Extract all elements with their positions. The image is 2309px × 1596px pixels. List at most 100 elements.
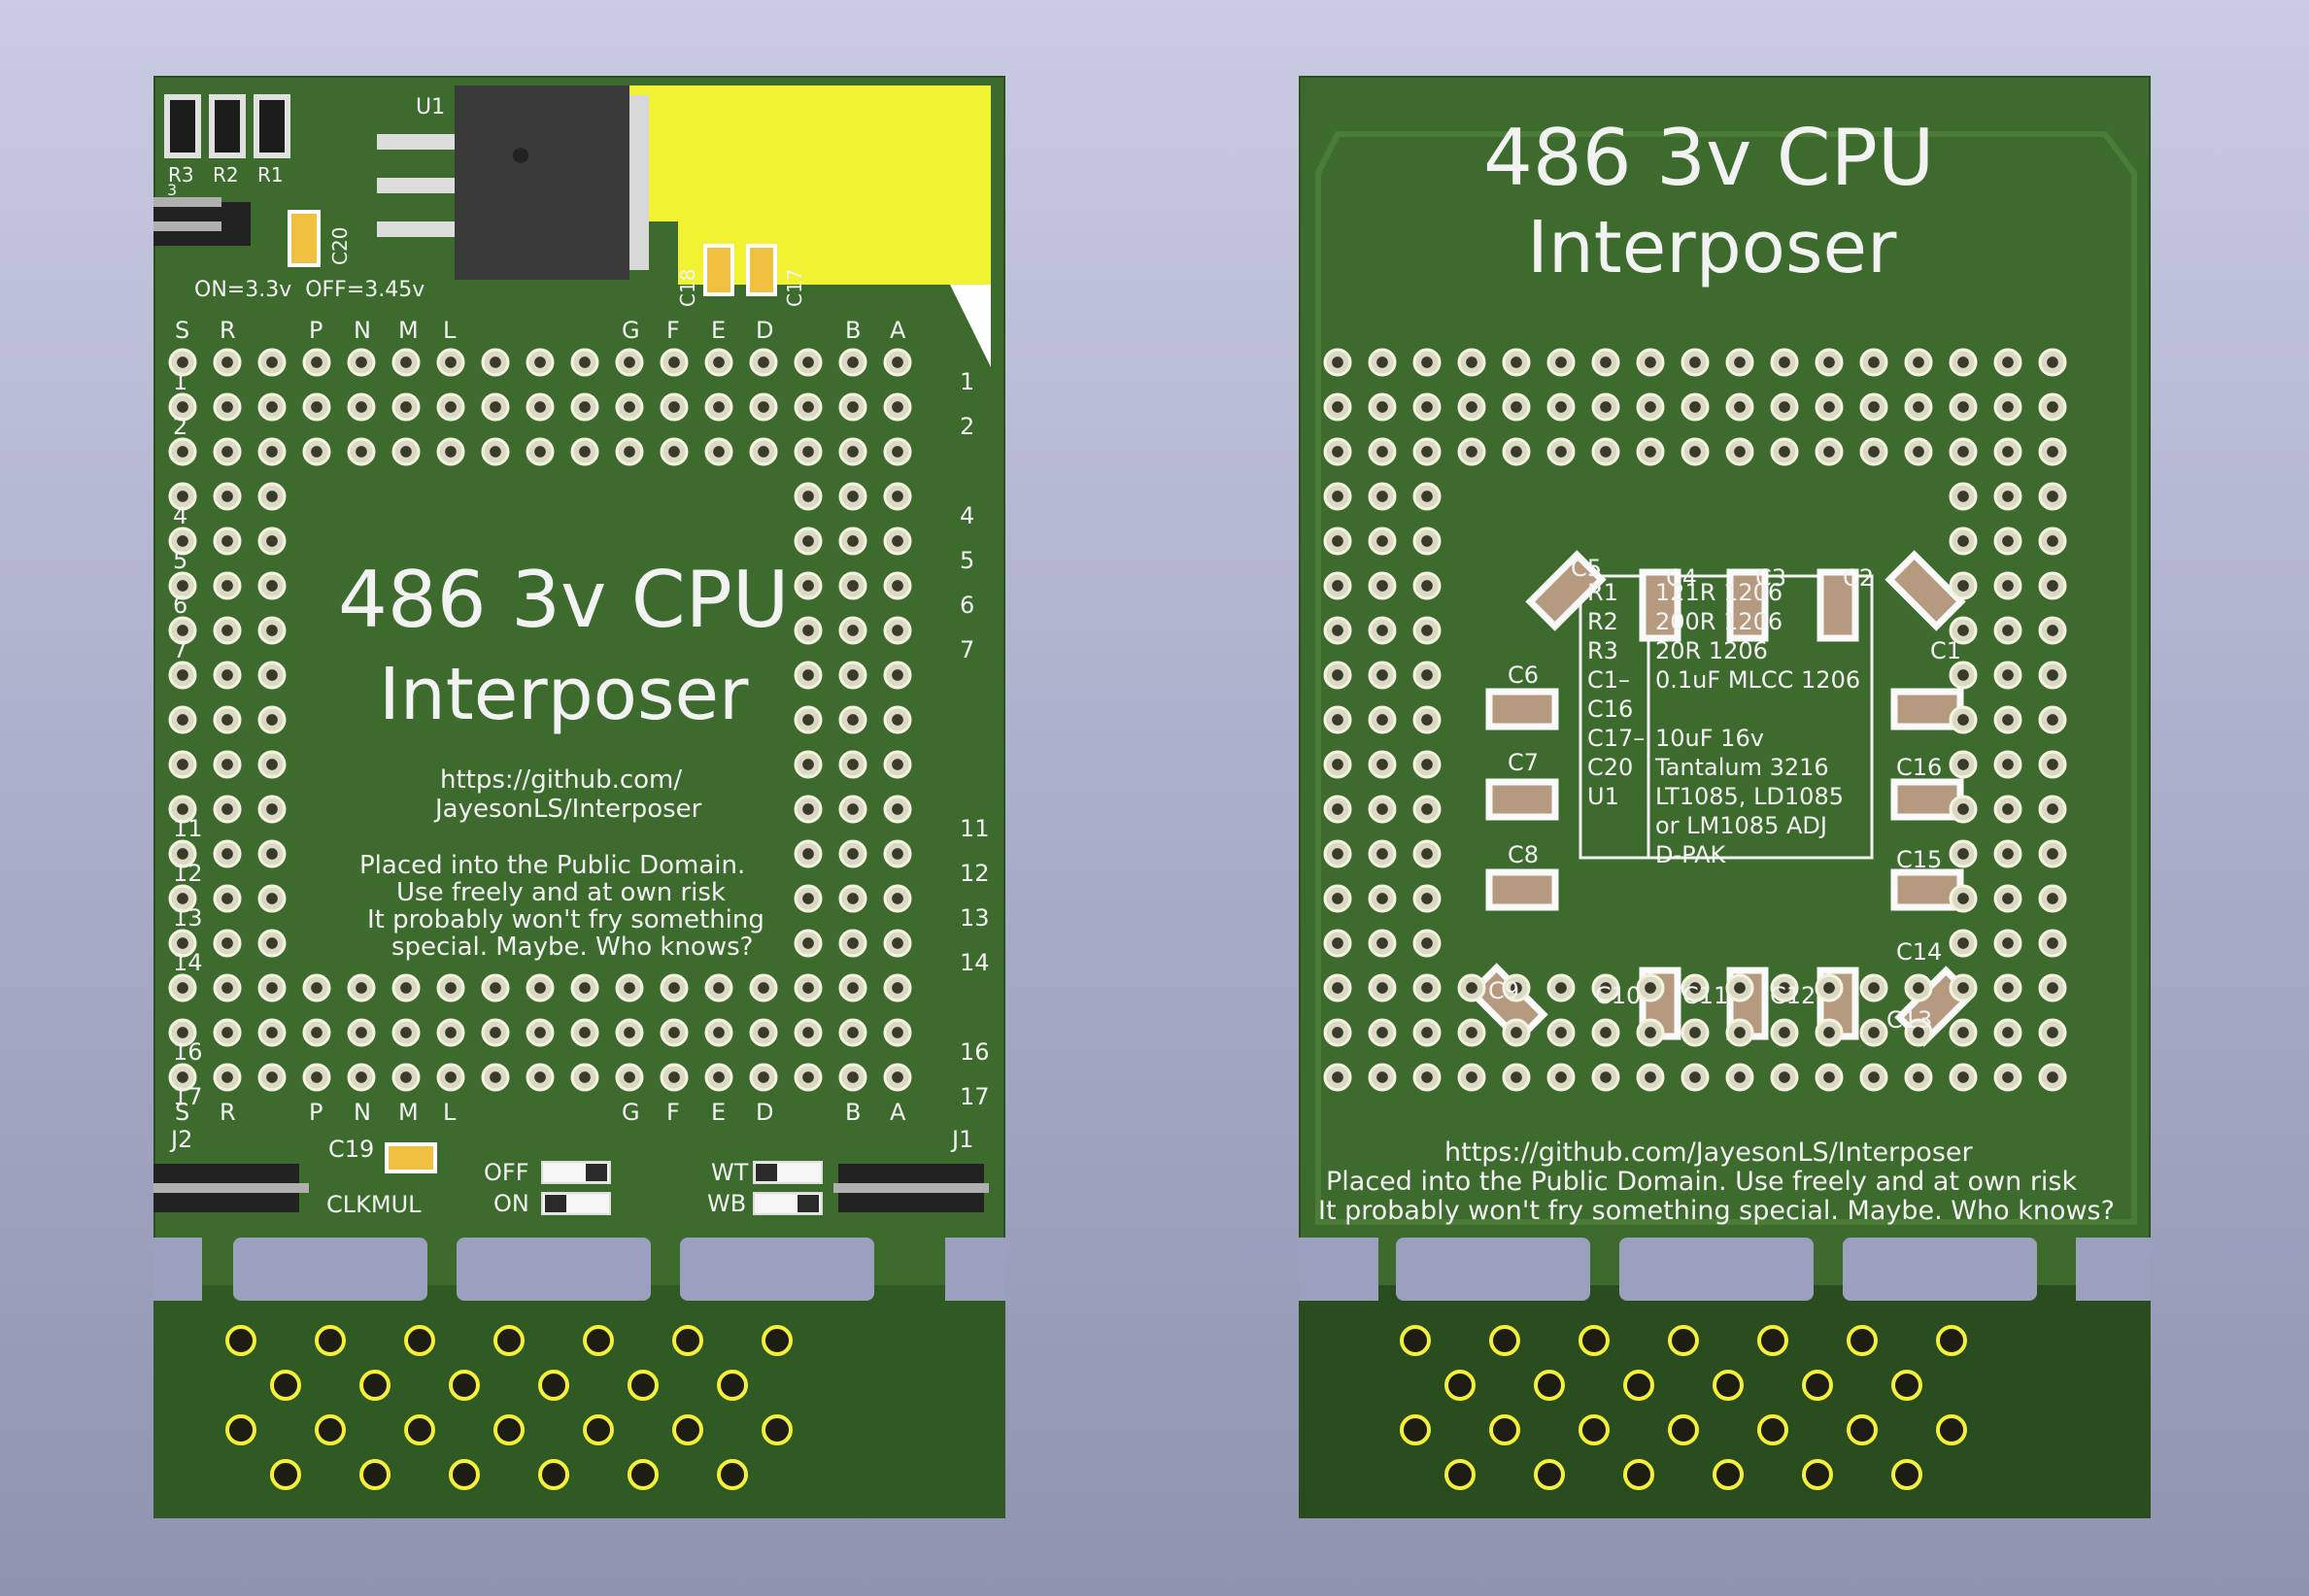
- pga-pad-hole: [400, 401, 412, 413]
- pga-pad-hole: [1957, 803, 1969, 815]
- pga-pad-hole: [221, 714, 233, 726]
- front-col-letter-top: S: [175, 317, 190, 344]
- pga-pad-hole: [1957, 982, 1969, 994]
- pga-pad-hole: [221, 1027, 233, 1038]
- pga-pad-hole: [2002, 625, 2014, 636]
- pga-pad-hole: [713, 1071, 725, 1083]
- pga-pad-hole: [668, 446, 680, 458]
- pga-pad-hole: [2047, 625, 2058, 636]
- pga-pad-hole: [1376, 848, 1388, 860]
- pga-pad-hole: [802, 625, 814, 636]
- pga-pad-hole: [221, 803, 233, 815]
- pga-pad-hole: [2047, 714, 2058, 726]
- pga-pad-hole: [266, 535, 278, 547]
- pga-pad-hole: [1823, 357, 1835, 368]
- front-col-letter-bottom: F: [666, 1099, 680, 1126]
- front-col-letter-bottom: D: [756, 1099, 774, 1126]
- bom-value: Tantalum 3216: [1655, 754, 1829, 781]
- resistors-r1-r3: [164, 94, 290, 158]
- front-col-letter-top: G: [622, 317, 640, 344]
- pga-pad-hole: [221, 401, 233, 413]
- smd-capacitor: [1525, 550, 1607, 631]
- pga-pad-hole: [445, 1071, 457, 1083]
- pga-pad-hole: [1913, 1071, 1924, 1083]
- cap-label: C14: [1896, 938, 1943, 966]
- front-col-letter-top: D: [756, 317, 774, 344]
- pga-pad-hole: [1913, 401, 1924, 413]
- cap-label: C1: [1930, 637, 1962, 664]
- edge-pad: [538, 1370, 569, 1401]
- pga-pad-hole: [534, 1071, 546, 1083]
- pga-pad-hole: [1734, 401, 1746, 413]
- voltage-label: ON=3.3v OFF=3.45v: [194, 278, 425, 302]
- pga-pad-hole: [1957, 1071, 1969, 1083]
- ref-r3: R3: [168, 163, 194, 187]
- pga-pad-hole: [802, 759, 814, 770]
- pga-pad-hole: [802, 491, 814, 502]
- pga-pad-hole: [802, 982, 814, 994]
- front-slot-left: [153, 1238, 202, 1301]
- pga-pad-hole: [177, 625, 188, 636]
- ref-r2: R2: [213, 163, 239, 187]
- pga-pad-hole: [892, 669, 903, 681]
- front-col-letter-bottom: E: [711, 1099, 727, 1126]
- front-col-letter-bottom: G: [622, 1099, 640, 1126]
- pga-pad-hole: [1332, 491, 1343, 502]
- pga-pad-hole: [1779, 982, 1790, 994]
- pga-pad-hole: [892, 625, 903, 636]
- clkmul-label: CLKMUL: [326, 1191, 422, 1218]
- ref-c17: C17: [783, 268, 806, 307]
- front-row-number-left: 12: [173, 860, 203, 887]
- pga-pad-hole: [1689, 401, 1701, 413]
- edge-pad: [1489, 1414, 1520, 1445]
- front-row-number-left: 11: [173, 815, 203, 842]
- pga-pad-hole: [802, 357, 814, 368]
- pga-pad-hole: [177, 401, 188, 413]
- ref-c18: C18: [676, 268, 699, 307]
- pga-pad-hole: [221, 759, 233, 770]
- pga-pad-hole: [892, 893, 903, 904]
- pga-pad-hole: [1868, 982, 1880, 994]
- front-row-number-left: 13: [173, 904, 203, 932]
- pga-pad-hole: [1332, 625, 1343, 636]
- pga-pad-hole: [847, 357, 859, 368]
- pga-pad-hole: [266, 1071, 278, 1083]
- pga-pad-hole: [534, 357, 546, 368]
- pga-pad-hole: [892, 848, 903, 860]
- pga-pad-hole: [1466, 401, 1477, 413]
- edge-pad: [1668, 1414, 1699, 1445]
- pga-pad-hole: [1421, 714, 1433, 726]
- pga-pad-hole: [221, 848, 233, 860]
- front-notice-2: Use freely and at own risk: [396, 878, 726, 907]
- pga-pad-hole: [1689, 446, 1701, 458]
- pga-pad-hole: [1689, 1027, 1701, 1038]
- pga-pad-hole: [356, 357, 367, 368]
- pga-pad-hole: [1689, 982, 1701, 994]
- pga-pad-hole: [1421, 491, 1433, 502]
- cap-label: C10: [1595, 982, 1642, 1009]
- pga-pad-hole: [1376, 401, 1388, 413]
- cap-label: C8: [1508, 841, 1540, 868]
- pga-pad-hole: [1511, 446, 1522, 458]
- front-pin1-marker: [950, 285, 991, 367]
- cap-label: C2: [1843, 564, 1875, 592]
- pga-pad-hole: [2047, 1071, 2058, 1083]
- smd-capacitor: [1726, 568, 1769, 642]
- pga-pad-hole: [311, 446, 323, 458]
- edge-pad: [1534, 1459, 1565, 1490]
- edge-pad: [1400, 1414, 1431, 1445]
- back-notice-line2: It probably won't fry something special.…: [1318, 1196, 2115, 1226]
- switch-off-label: OFF: [484, 1159, 529, 1186]
- bom-value: LT1085, LD1085: [1655, 783, 1844, 810]
- pga-pad-hole: [1421, 893, 1433, 904]
- front-notice-1: Placed into the Public Domain.: [359, 851, 746, 880]
- cap-label: C12: [1770, 982, 1817, 1009]
- pga-pad-hole: [624, 1071, 635, 1083]
- pga-pad-hole: [445, 446, 457, 458]
- front-row-number-left: 17: [173, 1083, 203, 1110]
- pga-pad-hole: [1376, 759, 1388, 770]
- smd-capacitor: [1639, 568, 1681, 642]
- pga-pad-hole: [1332, 893, 1343, 904]
- pga-pad-hole: [1823, 1027, 1835, 1038]
